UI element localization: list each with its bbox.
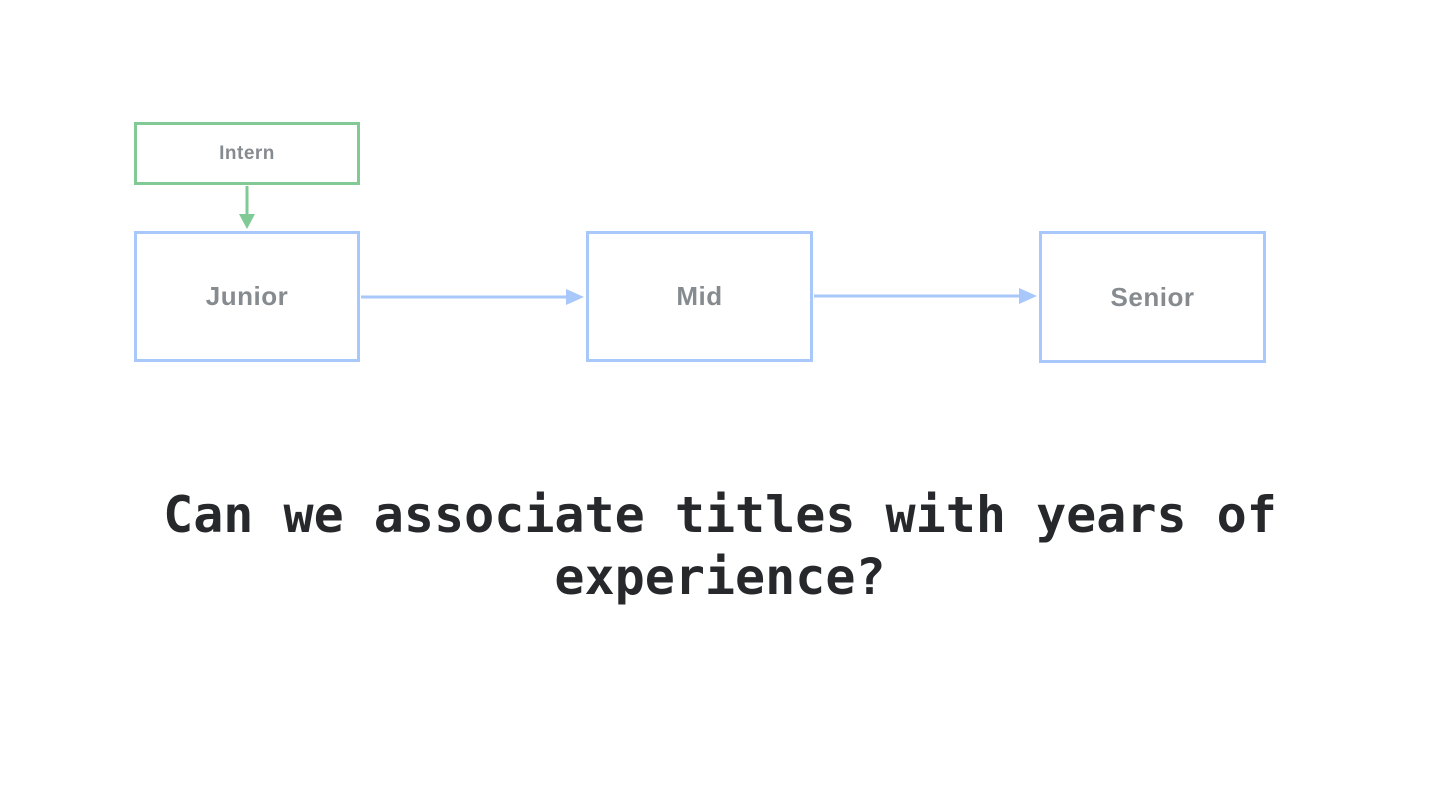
diagram-node-mid: Mid [586,231,813,362]
arrow-junior-mid [361,289,584,305]
question-caption: Can we associate titles with years of ex… [0,484,1440,608]
diagram-node-junior: Junior [134,231,360,362]
arrow-mid-senior [814,288,1037,304]
node-label-intern: Intern [219,142,275,164]
diagram-node-intern: Intern [134,122,360,185]
node-label-junior: Junior [205,281,289,311]
question-caption-text: Can we associate titles with years of ex… [163,486,1277,606]
arrow-intern-junior [239,186,255,229]
diagram-node-senior: Senior [1039,231,1266,363]
node-label-senior: Senior [1110,281,1195,312]
node-label-mid: Mid [676,281,723,311]
